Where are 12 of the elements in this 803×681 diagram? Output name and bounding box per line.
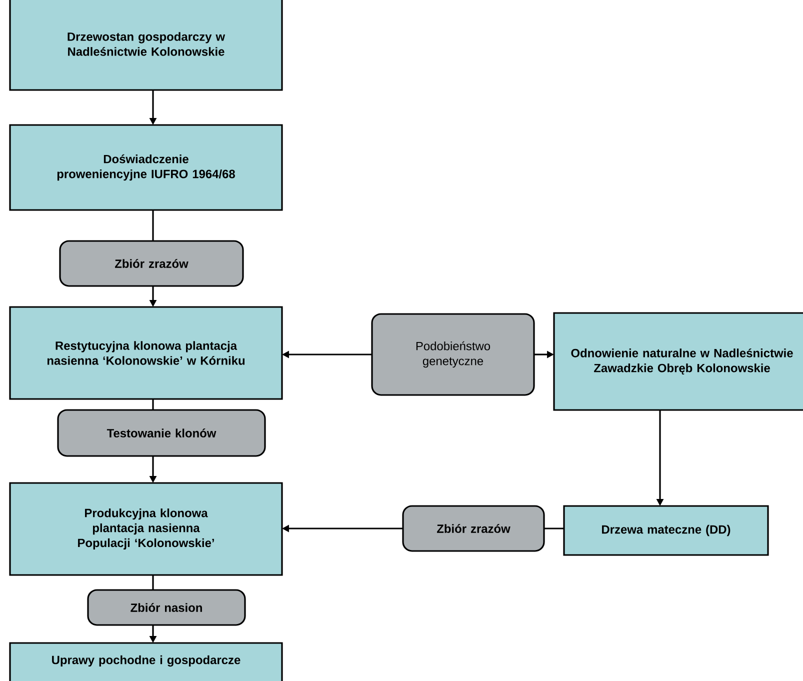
process-box: Drzewa mateczne (DD) xyxy=(563,505,769,556)
process-box: Restytucyjna klonowa plantacja nasienna ‘Kolonowskie’ w Kórniku xyxy=(9,306,283,400)
step-box: Zbiór zrazów xyxy=(59,240,244,287)
process-box: Produkcyjna klonowa plantacja nasienna Populacji ‘Kolonowskie’ xyxy=(9,482,283,576)
step-box: Testowanie klonów xyxy=(57,409,266,457)
step-box: Zbiór zrazów xyxy=(402,505,545,552)
process-box: Odnowienie naturalne w Nadleśnictwie Zawadzkie Obręb Kolonowskie xyxy=(553,312,803,411)
step-box: Podobieństwo genetyczne xyxy=(371,313,535,396)
step-box: Zbiór nasion xyxy=(87,589,246,626)
process-box: Drzewostan gospodarczy w Nadleśnictwie Kolonowskie xyxy=(9,0,283,91)
process-box: Doświadczenie proweniencyjne IUFRO 1964/68 xyxy=(9,124,283,211)
process-box: Uprawy pochodne i gospodarcze xyxy=(9,642,283,681)
